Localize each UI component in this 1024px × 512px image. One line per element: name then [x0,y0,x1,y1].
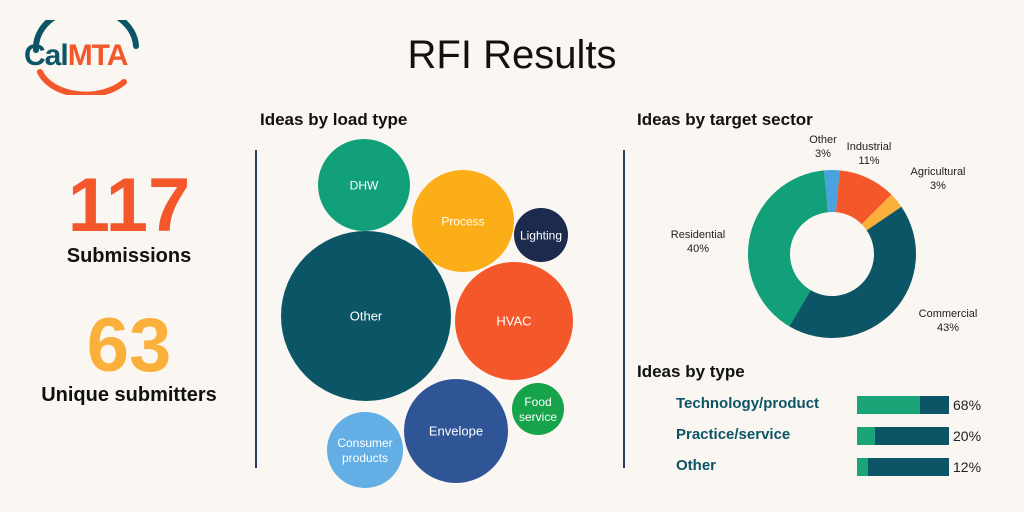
type-bar-other [857,458,949,476]
donut-value-commercial: 43% [937,322,959,334]
donut-value-other: 3% [815,148,831,160]
type-pct-technology: 68% [953,397,982,413]
donut-label-industrial: Industrial [847,141,892,153]
bubble-label-process: Process [441,214,484,228]
type-bar-practice [857,427,949,445]
type-label-other: Other [676,457,717,474]
donut-chart-title: Ideas by target sector [637,110,813,129]
donut-value-industrial: 11% [858,155,879,167]
divider-left [255,150,257,468]
bubble-label-dhw: DHW [350,178,379,192]
donut-slice-industrial [835,170,892,225]
type-bar-fill-technology [857,396,920,414]
logo-text-mta: MTA [67,39,129,72]
stat-submissions-value: 117 [67,163,191,248]
logo-text-cal: Cal [24,39,69,72]
type-bar-technology [857,396,949,414]
bubble-other [281,231,451,401]
logo-arc-bottom [37,69,127,95]
bubble-consumer-products [327,412,403,488]
bubble-process [412,170,514,272]
stat-submissions-label: Submissions [66,245,192,267]
page-title: RFI Results [407,33,617,77]
type-label-technology: Technology/product [676,395,820,412]
stat-submitters-value: 63 [86,303,172,388]
bubble-label-other: Other [350,309,383,324]
stat-submitters-label: Unique submitters [41,384,217,406]
donut-value-residential: 40% [687,243,709,255]
bubble-hvac [455,262,573,380]
type-pct-practice: 20% [953,428,982,444]
bubble-label-hvac: HVAC [496,314,531,329]
logo-wordmark: CalMTA [24,39,129,72]
donut-slice-commercial [789,206,917,338]
donut-label-agricultural: Agricultural [910,166,965,178]
type-pct-other: 12% [953,459,982,475]
bubble-label-lighting: Lighting [520,228,562,242]
bubble-food-service [512,383,564,435]
divider-right [623,150,625,468]
donut-label-residential: Residential [671,229,725,241]
type-label-practice: Practice/service [676,426,791,443]
donut-label-other: Other [809,134,837,146]
calmta-logo [32,20,139,95]
donut-value-agricultural: 3% [930,180,946,192]
donut-slice-other [824,170,840,213]
donut-label-commercial: Commercial [919,308,978,320]
bubble-chart-title: Ideas by load type [260,110,408,129]
bubble-dhw [318,139,410,231]
logo-arc-top [32,20,139,53]
type-chart-title: Ideas by type [637,362,745,381]
bubble-lighting [514,208,568,262]
donut-slice-residential [747,170,829,327]
type-bar-fill-practice [857,427,876,445]
donut-slice-agricultural [861,194,902,231]
bubble-envelope [404,379,508,483]
bubble-label-envelope: Envelope [429,424,483,439]
type-bar-fill-other [857,458,869,476]
